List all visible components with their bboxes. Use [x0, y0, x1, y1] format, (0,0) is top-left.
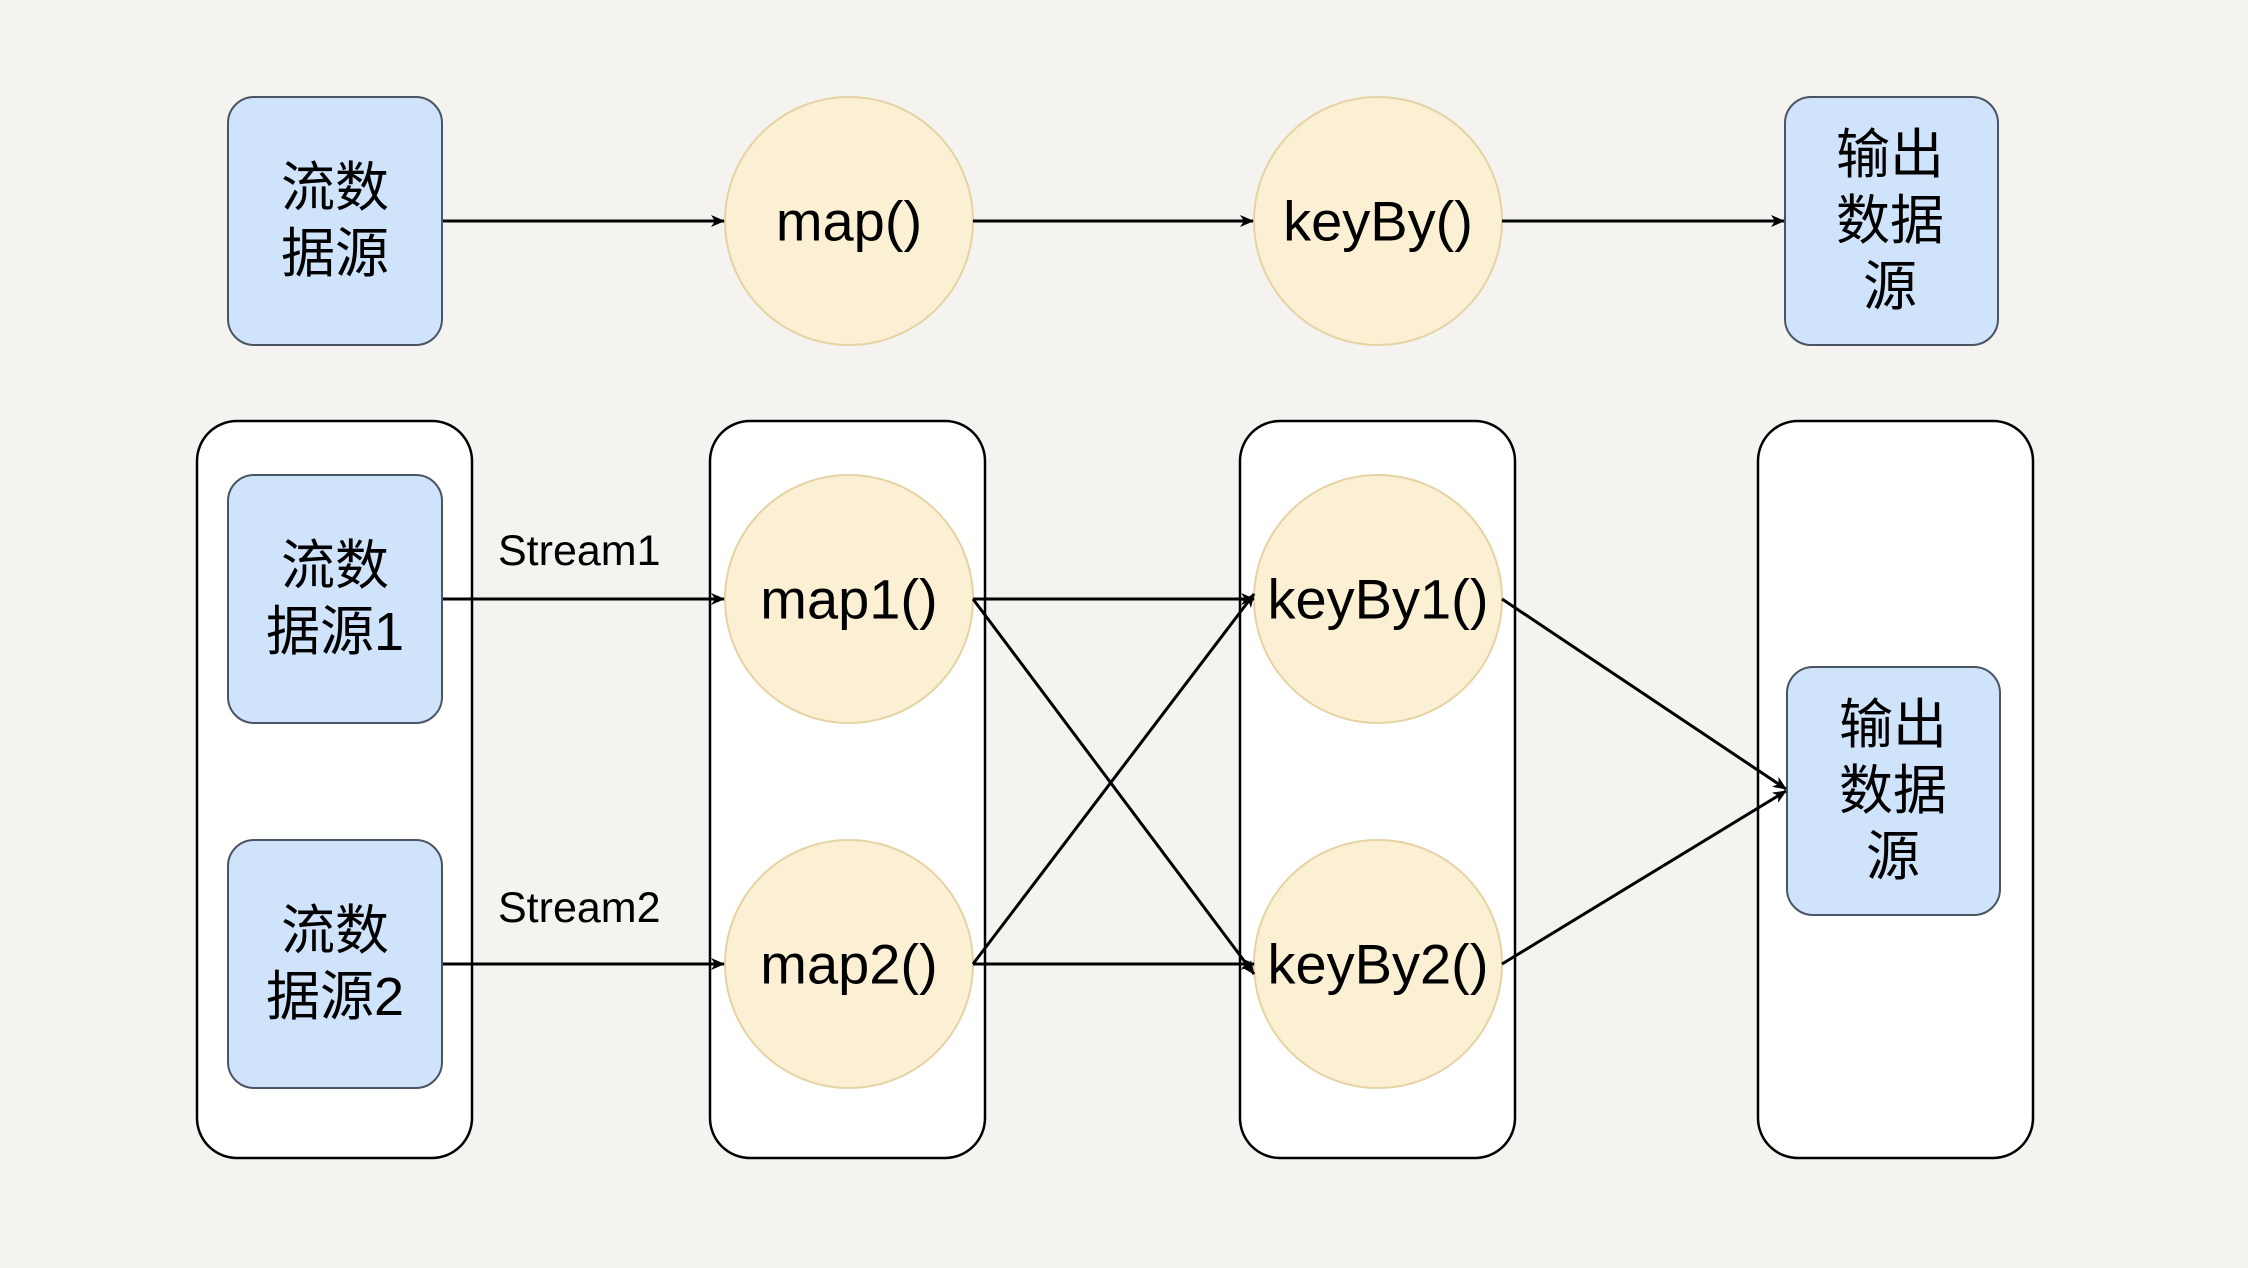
stream2-label: Stream2 [498, 884, 661, 932]
top-map-label: map() [776, 190, 922, 253]
top-sink-node [1784, 96, 1999, 346]
map1-label: map1() [760, 568, 937, 631]
source2-node [227, 839, 443, 1089]
top-source-node [227, 96, 443, 346]
edge-keyby2-sink [1501, 789, 1787, 966]
parallel-row: 流数据源1 流数据源2 Stream1 Stream2 map1() map2(… [195, 419, 2035, 1160]
source1-node [227, 474, 443, 724]
top-source-label: 流数据源 [281, 158, 389, 284]
map2-label: map2() [760, 933, 937, 996]
keyby2-label: keyBy2() [1268, 933, 1489, 996]
sink-label: 输出数据源 [1839, 695, 1947, 887]
sink-node [1786, 666, 2001, 916]
top-keyby-label: keyBy() [1283, 190, 1473, 253]
source1-label: 流数据源1 [266, 536, 404, 662]
source2-label: 流数据源2 [266, 901, 404, 1027]
top-row: 流数据源 map() keyBy() 输出数据源 [227, 96, 1999, 346]
edge-map1-keyby2 [971, 598, 1256, 975]
edge-map2-keyby1 [971, 593, 1256, 965]
stream1-label: Stream1 [498, 527, 661, 575]
edge-keyby1-sink [1501, 597, 1787, 791]
top-sink-label: 输出数据源 [1836, 125, 1944, 317]
keyby1-label: keyBy1() [1268, 568, 1489, 631]
